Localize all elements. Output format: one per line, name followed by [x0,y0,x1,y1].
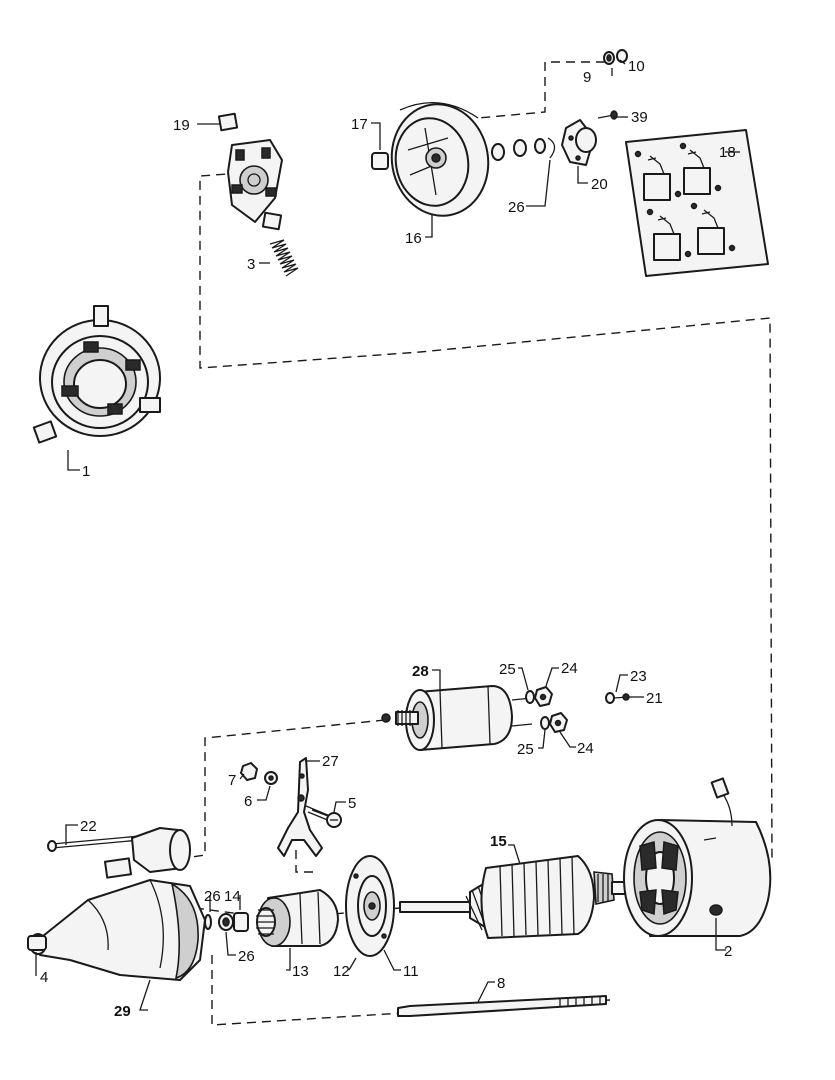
label-13: 13 [292,963,309,980]
label-15: 15 [490,833,507,850]
commutator-end-cover [390,101,490,217]
lever-nut-washer [240,762,278,785]
drive-end-housing [29,827,206,981]
label-19: 19 [173,117,190,134]
label-26-mid: 26 [204,888,221,905]
label-12: 12 [333,963,350,980]
label-11: 11 [403,963,419,980]
label-20: 20 [591,176,608,193]
label-2: 2 [724,943,732,960]
label-1: 1 [82,463,90,480]
label-5: 5 [348,795,356,812]
label-25-lower: 25 [517,741,534,758]
label-22: 22 [80,818,97,835]
brush-set-panel [625,129,769,277]
bushing [371,152,389,170]
pivot-bolt [305,805,342,828]
callout-labels: 10 9 19 17 39 18 20 26 16 3 1 28 25 24 2… [40,58,736,1020]
drive-bushing [27,935,47,951]
brush-1 [634,150,682,201]
label-7: 7 [228,772,236,789]
label-3: 3 [247,256,255,273]
solenoid [381,685,533,751]
brush-4 [690,202,736,255]
label-28: 28 [412,663,429,680]
pinion-drive [256,889,339,947]
end-cap [561,119,597,166]
terminal-nuts-washers [525,686,568,733]
field-frame [623,777,772,937]
label-6: 6 [244,793,252,810]
label-18: 18 [719,144,736,161]
label-4: 4 [40,969,48,986]
shift-lever [277,757,323,857]
stop-washer-collar [204,912,249,932]
label-24-lower: 24 [577,740,594,757]
label-10: 10 [628,58,645,75]
solenoid-screw [605,692,630,704]
label-16: 16 [405,230,422,247]
label-26-top: 26 [508,199,525,216]
label-27: 27 [322,753,339,770]
armature [399,855,627,939]
end-cap-screw [597,110,618,120]
brush-plate-assembly [32,305,161,444]
solenoid-bolt [47,835,141,852]
through-bolt [397,995,607,1017]
end-cap-washers [491,137,556,161]
leader-lines [35,59,740,1011]
label-8: 8 [497,975,505,992]
brush-2 [679,142,722,195]
intermediate-plate [345,855,395,957]
brush-spring [269,239,299,277]
label-14: 14 [224,888,241,905]
label-26-low: 26 [238,948,255,965]
label-29: 29 [114,1003,131,1020]
brush-3 [646,208,692,261]
label-39: 39 [631,109,648,126]
label-23: 23 [630,668,647,685]
label-9: 9 [583,69,591,86]
nut-washer-top [603,49,628,65]
brush-holder-assembly [217,112,283,231]
label-21: 21 [646,690,663,707]
label-25-upper: 25 [499,661,516,678]
label-24-upper: 24 [561,660,578,677]
label-17: 17 [351,116,368,133]
